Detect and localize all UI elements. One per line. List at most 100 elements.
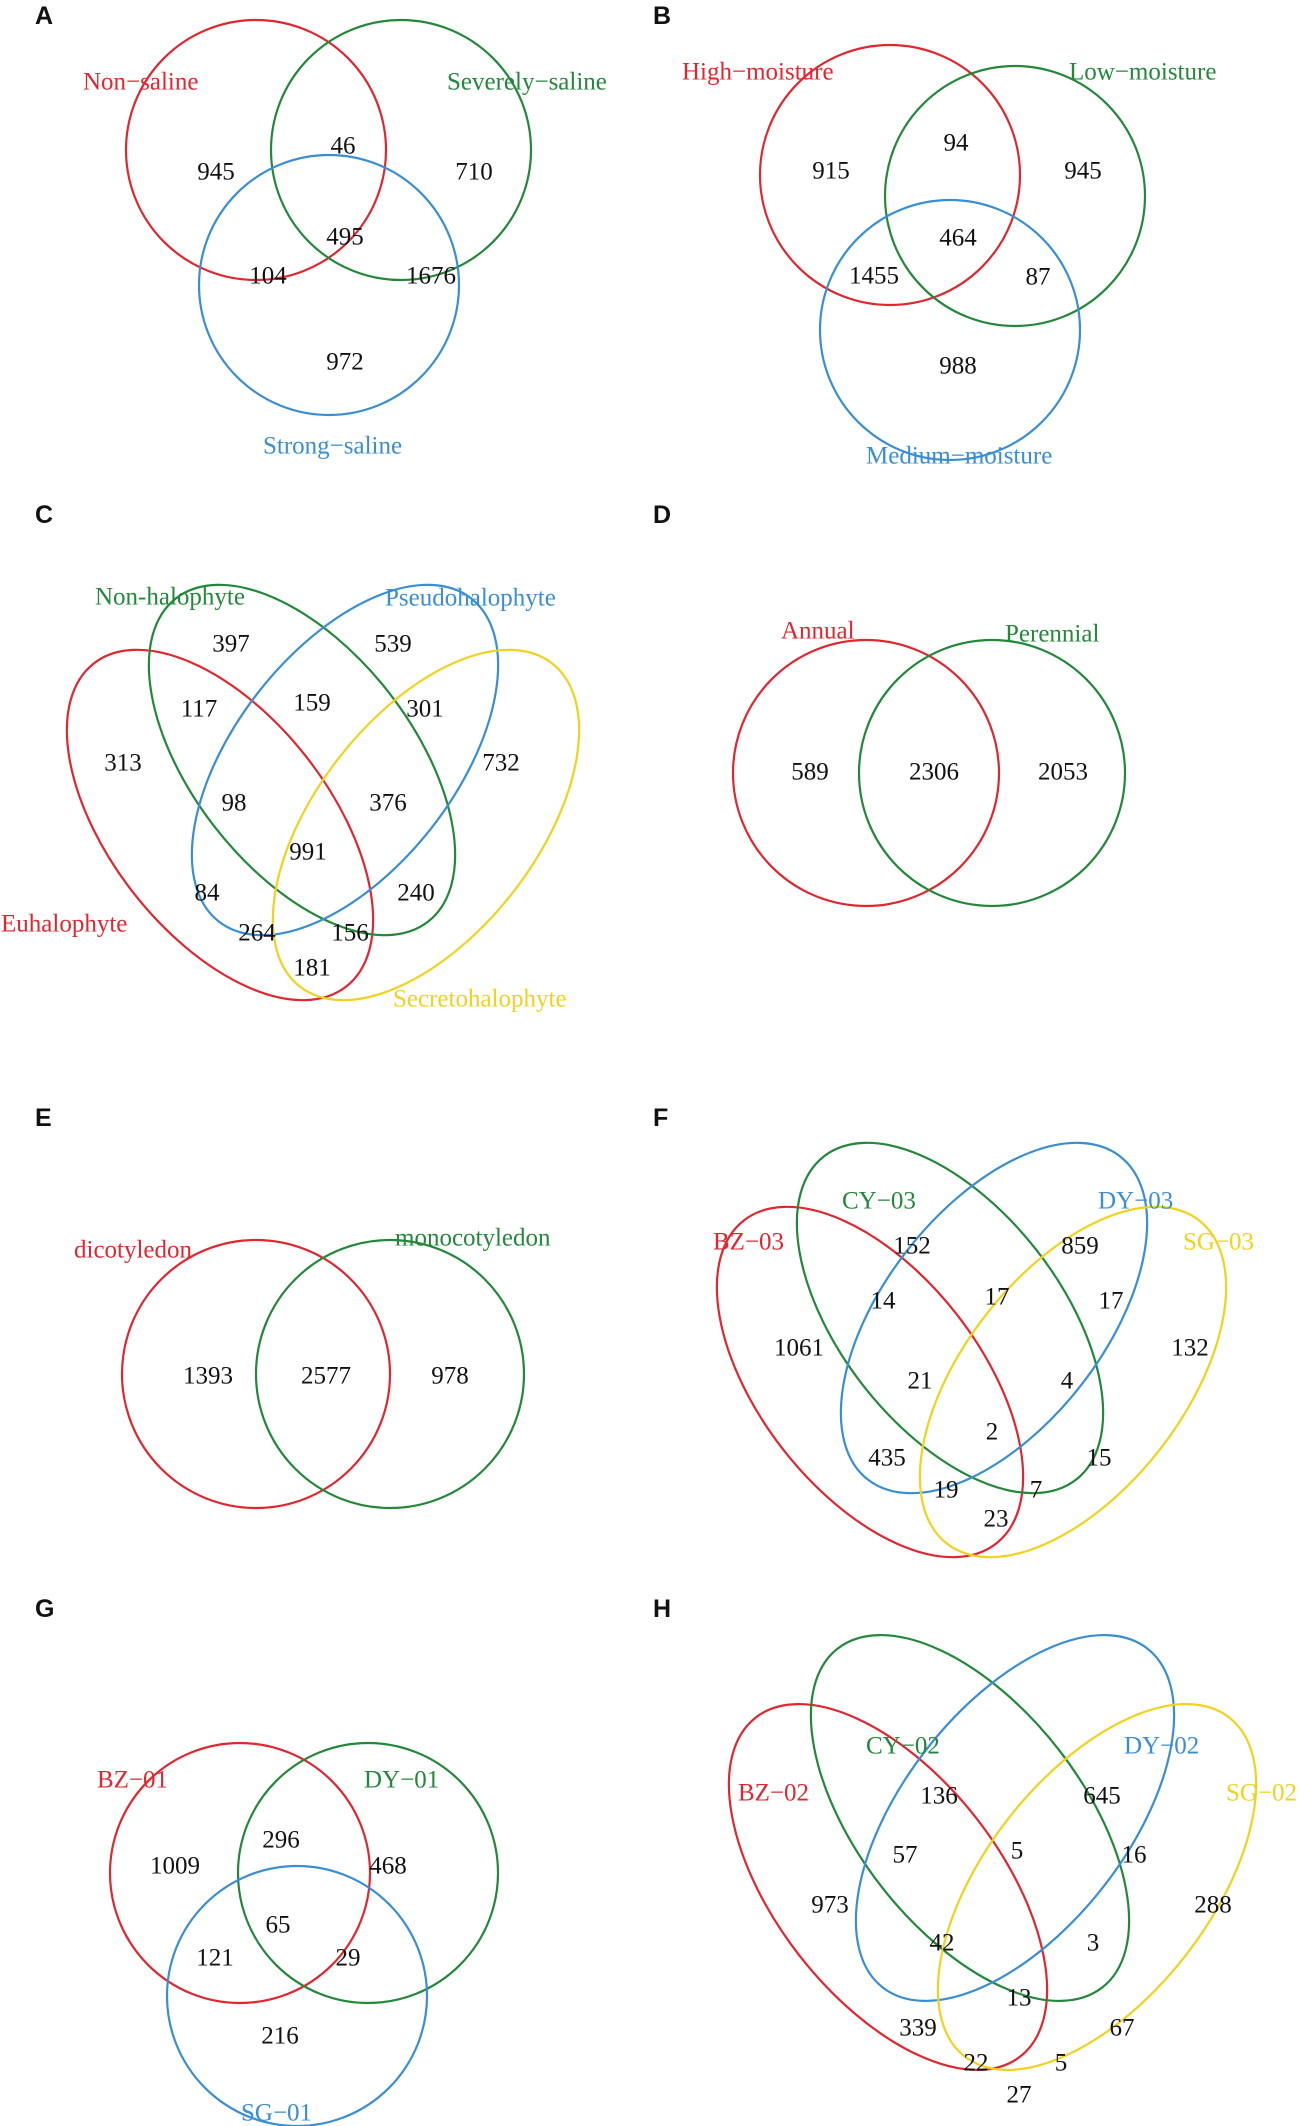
set-circle-dicotyledon [120,1238,392,1510]
set-label: Perennial [1005,621,1099,648]
panel-letter: A [35,2,53,30]
region-count: 46 [331,133,356,160]
region-count: 17 [1099,1288,1124,1315]
region-count: 915 [812,158,850,185]
set-circle-medium-moisture [818,198,1082,462]
panel-f: F CY−03 DY−03 BZ−03 SG−03 152 859 14 17 … [653,1104,1254,1559]
region-count: 1455 [849,263,899,290]
set-label: DY−03 [1098,1188,1173,1215]
region-count: 988 [939,353,977,380]
panel-e: E dicotyledon monocotyledon 1393 2577 97… [35,1104,551,1510]
region-count: 972 [326,349,364,376]
region-count: 435 [868,1445,906,1472]
panel-b: B High−moisture Low−moisture Medium−mois… [653,2,1216,470]
set-label: Medium−moisture [866,443,1052,470]
set-label: Non-halophyte [95,584,245,611]
set-label: BZ−01 [97,1767,168,1794]
region-count: 5 [1011,1838,1024,1865]
set-label: DY−02 [1124,1733,1199,1760]
set-circle-perennial [857,638,1127,908]
set-label: Non−saline [83,69,198,96]
set-circle-dy-01 [236,1741,500,2005]
panel-letter: H [653,1595,671,1623]
set-circle-bz-01 [108,1741,372,2005]
region-count: 121 [196,1945,234,1972]
region-count: 29 [336,1945,361,1972]
region-count: 978 [431,1363,469,1390]
panel-h: H CY−02 DY−02 BZ−02 SG−02 136 645 57 5 1… [653,1595,1297,2109]
region-count: 645 [1083,1783,1121,1810]
set-label: Pseudohalophyte [385,585,556,612]
region-count: 136 [920,1783,958,1810]
set-circle-strong-saline [197,153,461,417]
set-label: BZ−02 [738,1780,809,1807]
region-count: 1676 [406,263,456,290]
set-ellipse-cy-02 [809,1633,1131,2003]
region-count: 376 [369,790,407,817]
region-count: 4 [1061,1368,1074,1395]
panel-letter: B [653,2,671,30]
region-count: 17 [985,1284,1010,1311]
set-label: Severely−saline [447,69,607,96]
set-circle-low-moisture [883,64,1147,328]
set-circle-annual [731,638,1001,908]
set-ellipse-sg-03 [918,1205,1228,1559]
set-label: monocotyledon [395,1225,551,1252]
set-ellipse-cy-03 [795,1141,1105,1495]
region-count: 2 [986,1419,999,1446]
panel-c: C Non-halophyte Pseudohalophyte Euhaloph… [1,501,581,1013]
set-ellipse-sg-02 [936,1702,1258,2072]
region-count: 156 [331,920,369,947]
region-count: 973 [811,1892,849,1919]
region-count: 301 [406,696,444,723]
region-count: 2053 [1038,759,1088,786]
region-count: 132 [1171,1335,1209,1362]
panel-letter: G [35,1595,54,1623]
region-count: 216 [261,2023,299,2050]
set-label: Annual [781,618,855,645]
region-count: 859 [1061,1233,1099,1260]
set-label: CY−03 [842,1188,916,1215]
set-label: SG−03 [1183,1229,1254,1256]
set-circle-high-moisture [758,43,1022,307]
set-label: Low−moisture [1069,59,1216,86]
region-count: 84 [195,880,221,907]
region-count: 732 [482,750,520,777]
region-count: 65 [266,1912,291,1939]
panel-a: A Non−saline Severely−saline Strong−sali… [35,2,607,460]
region-count: 468 [369,1853,407,1880]
set-circle-sg-01 [165,1864,429,2126]
set-ellipse-dy-03 [839,1141,1149,1495]
set-label: BZ−03 [713,1229,784,1256]
region-count: 339 [899,2015,937,2042]
region-count: 313 [104,750,142,777]
region-count: 539 [374,631,412,658]
region-count: 27 [1007,2082,1032,2109]
set-label: SG−02 [1226,1780,1297,1807]
region-count: 19 [934,1477,959,1504]
region-count: 87 [1026,264,1051,291]
region-count: 991 [289,839,327,866]
region-count: 42 [930,1930,955,1957]
set-ellipse-dy-02 [854,1633,1176,2003]
set-label: Euhalophyte [1,911,127,938]
region-count: 1061 [774,1335,824,1362]
region-count: 14 [871,1288,897,1315]
region-count: 2577 [301,1363,351,1390]
region-count: 264 [238,920,276,947]
region-count: 5 [1055,2050,1068,2077]
region-count: 15 [1087,1445,1112,1472]
region-count: 181 [293,955,331,982]
region-count: 464 [939,225,977,252]
panel-letter: F [653,1104,668,1132]
region-count: 710 [455,159,493,186]
set-ellipse-euhalophyte [65,648,375,1002]
region-count: 495 [326,224,364,251]
region-count: 98 [222,790,247,817]
set-label: Strong−saline [263,433,402,460]
panel-letter: E [35,1104,52,1132]
set-label: DY−01 [364,1767,439,1794]
set-circle-non-saline [124,18,388,282]
region-count: 945 [1064,158,1102,185]
